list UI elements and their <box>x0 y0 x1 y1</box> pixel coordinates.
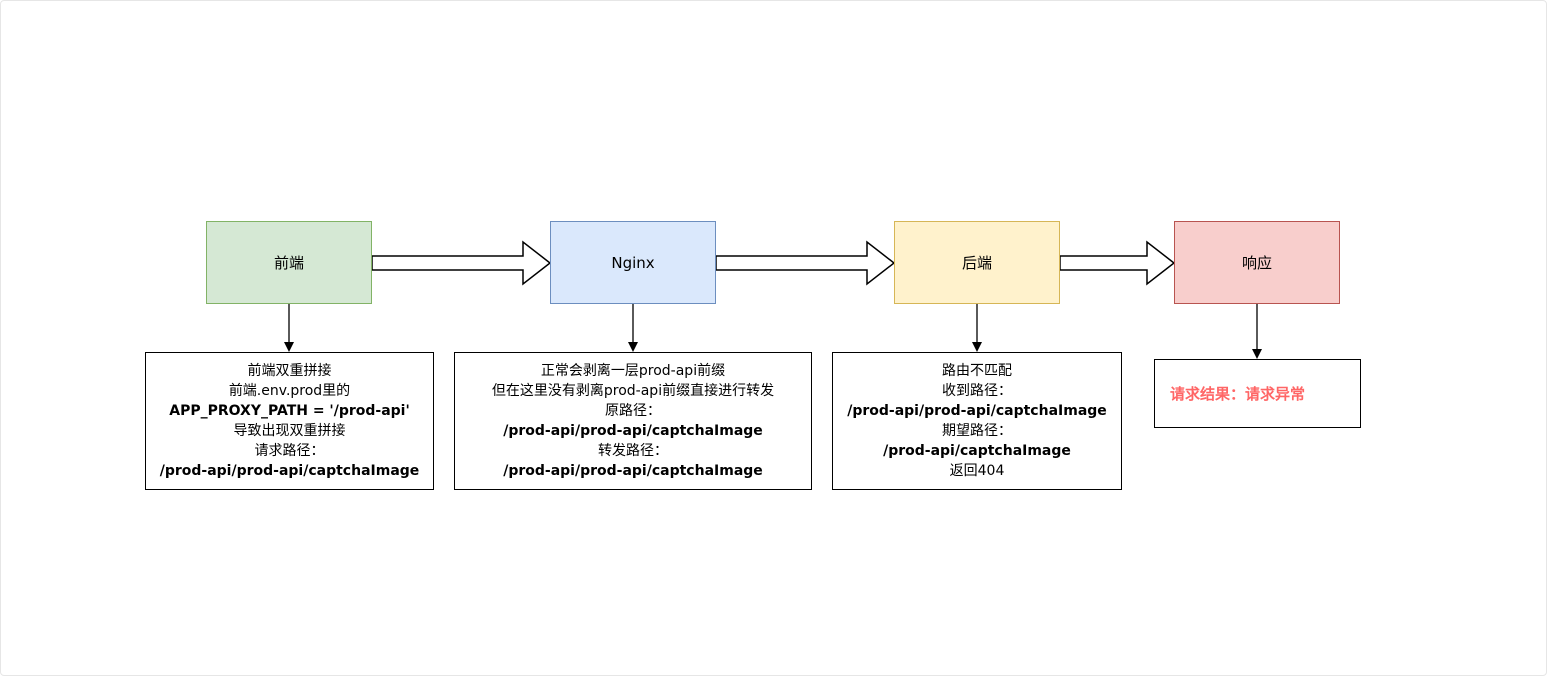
flow-arrow-frontend-to-nginx <box>371 240 552 286</box>
node-backend: 后端 <box>894 221 1060 304</box>
note-backend-line: /prod-api/prod-api/captchaImage <box>847 403 1107 419</box>
note-nginx: 正常会剥离一层prod-api前缀 但在这里没有剥离prod-api前缀直接进行… <box>454 352 812 490</box>
note-backend-line: 收到路径： <box>942 383 1012 399</box>
note-nginx-line: /prod-api/prod-api/captchaImage <box>503 423 763 439</box>
node-frontend-label: 前端 <box>273 254 304 272</box>
connector-frontend-to-note <box>284 304 294 352</box>
note-nginx-line: 正常会剥离一层prod-api前缀 <box>540 363 726 379</box>
node-backend-label: 后端 <box>961 254 992 272</box>
note-nginx-line: 原路径： <box>605 403 661 419</box>
note-frontend-line: 请求路径： <box>254 443 325 459</box>
node-nginx-label: Nginx <box>611 253 655 272</box>
note-nginx-line: /prod-api/prod-api/captchaImage <box>503 463 763 479</box>
flow-arrow-backend-to-response <box>1059 240 1176 286</box>
note-frontend: 前端双重拼接 前端.env.prod里的 APP_PROXY_PATH = '/… <box>145 352 434 490</box>
note-backend-line: /prod-api/captchaImage <box>883 443 1071 459</box>
connector-response-to-note <box>1252 304 1262 359</box>
node-response: 响应 <box>1174 221 1340 304</box>
note-response-result: 请求结果：请求异常 <box>1170 384 1306 403</box>
note-frontend-line: /prod-api/prod-api/captchaImage <box>159 463 420 479</box>
connector-nginx-to-note <box>628 304 638 352</box>
note-backend: 路由不匹配 收到路径： /prod-api/prod-api/captchaIm… <box>832 352 1122 490</box>
note-backend-line: 路由不匹配 <box>942 363 1012 379</box>
note-backend-line: 返回404 <box>949 463 1005 479</box>
connector-backend-to-note <box>972 304 982 352</box>
note-frontend-line: 前端双重拼接 <box>247 363 332 379</box>
note-backend-line: 期望路径： <box>942 423 1012 439</box>
node-nginx: Nginx <box>550 221 716 304</box>
note-frontend-line: 前端.env.prod里的 <box>228 383 351 399</box>
note-response: 请求结果：请求异常 <box>1154 359 1361 428</box>
node-frontend: 前端 <box>206 221 372 304</box>
flow-arrow-nginx-to-backend <box>715 240 896 286</box>
note-frontend-line: APP_PROXY_PATH = '/prod-api' <box>169 403 410 419</box>
note-frontend-line: 导致出现双重拼接 <box>233 423 346 439</box>
note-nginx-line: 但在这里没有剥离prod-api前缀直接进行转发 <box>491 383 775 399</box>
note-nginx-line: 转发路径： <box>598 443 668 459</box>
node-response-label: 响应 <box>1241 254 1272 272</box>
